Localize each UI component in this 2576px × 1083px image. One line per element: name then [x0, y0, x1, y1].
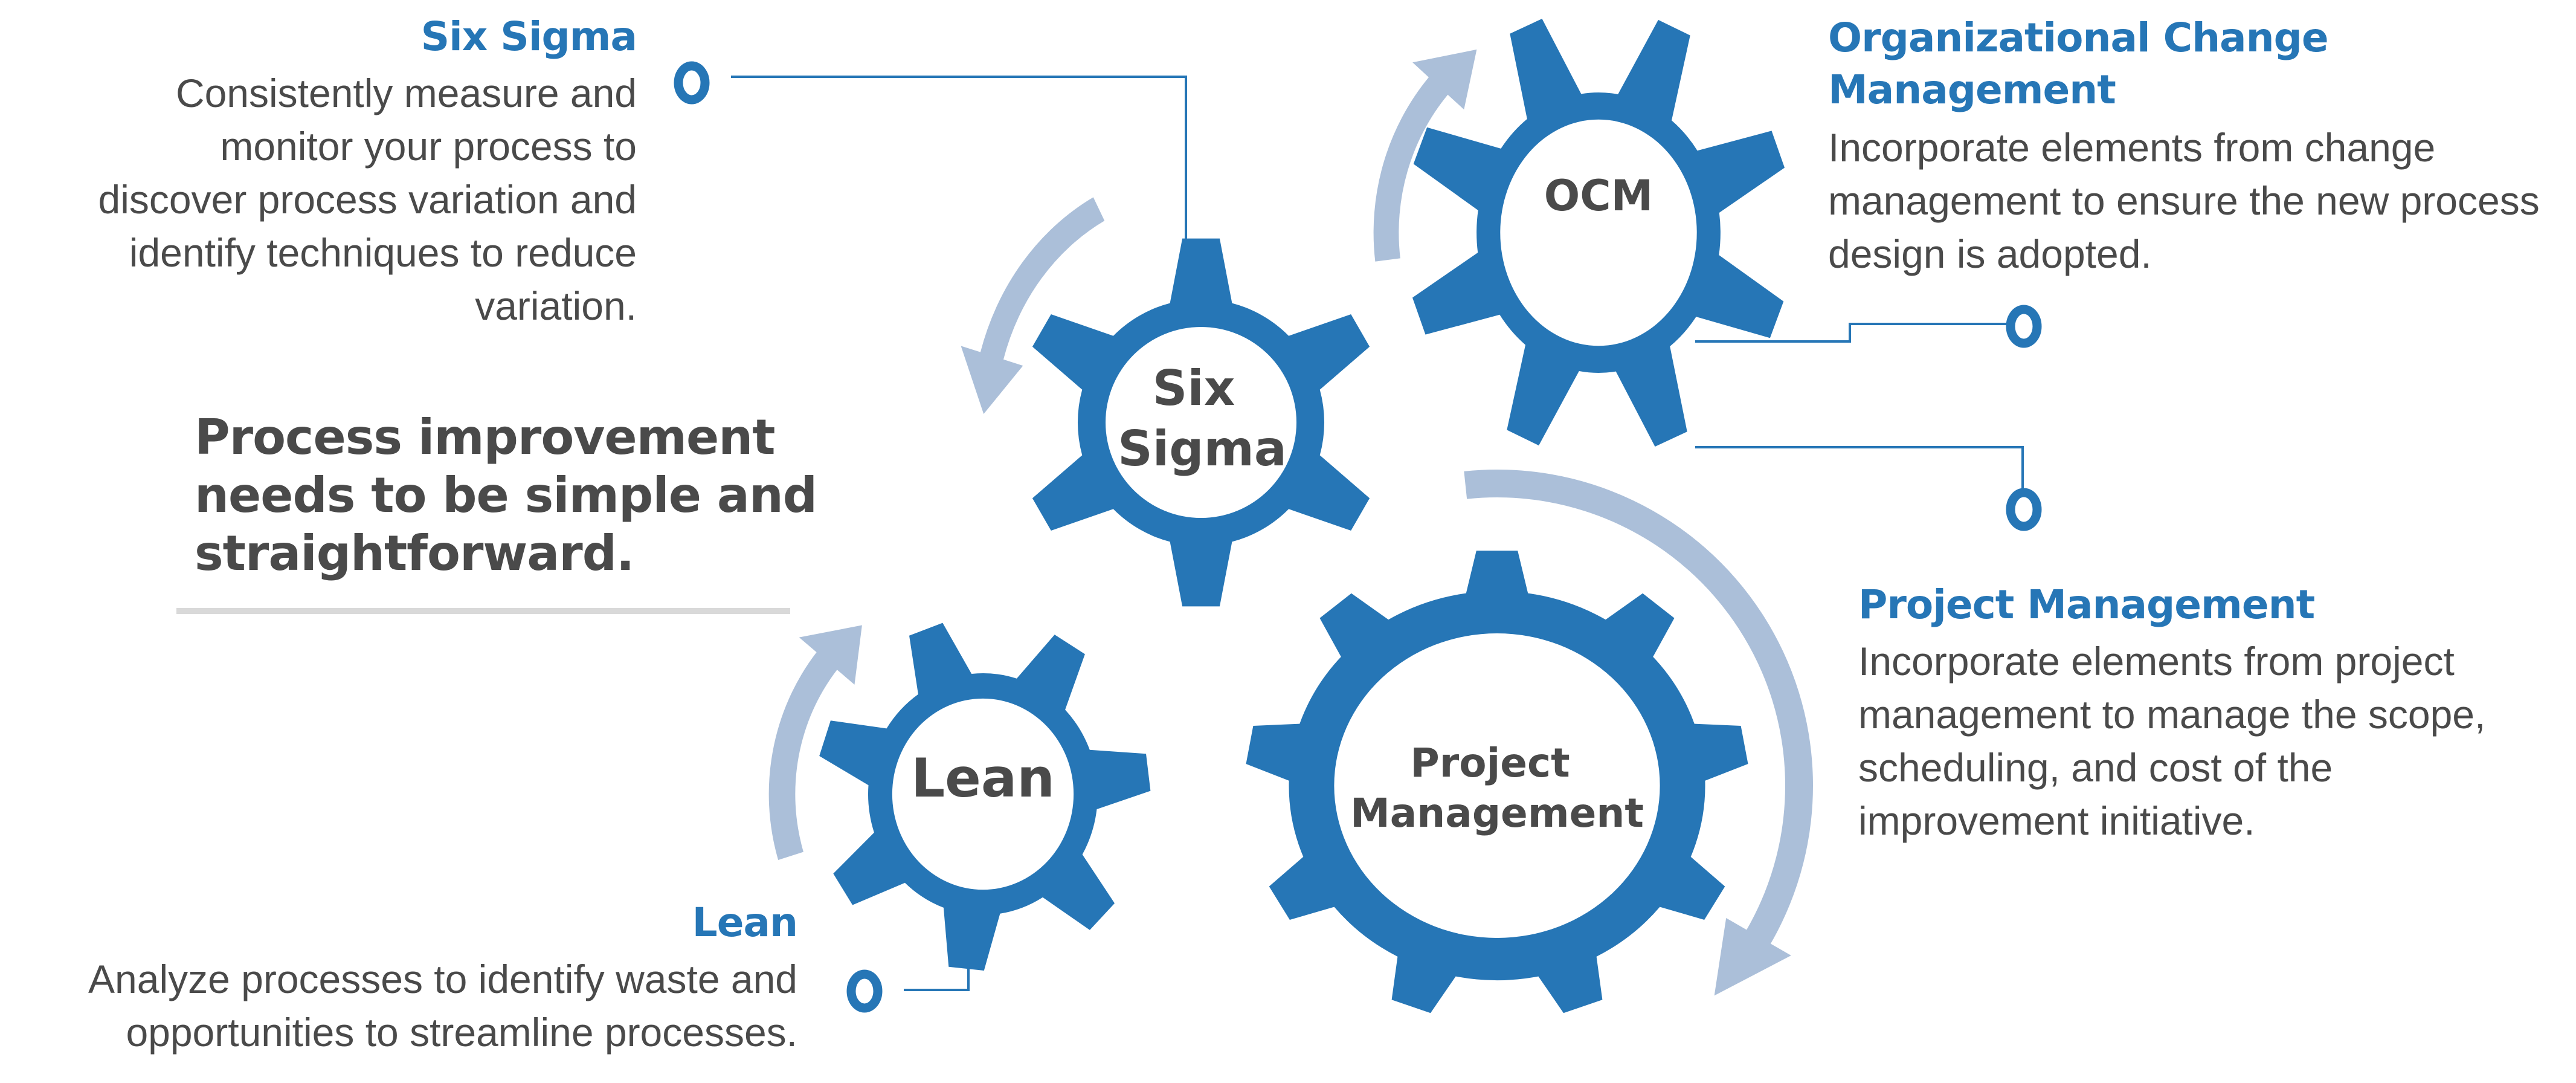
project-management-gear-icon [1246, 551, 1748, 1013]
six-sigma-title: Six Sigma [420, 13, 637, 60]
desc-line: design is adopted. [1828, 231, 2152, 276]
ocm-gear-label: OCM [1544, 171, 1653, 221]
slogan-heading: Process improvement needs to be simple a… [195, 409, 817, 583]
six-sigma-ring-node-icon [674, 61, 710, 105]
desc-line: opportunities to streamline processes. [126, 1010, 797, 1055]
desc-line: variation. [475, 283, 637, 328]
desc-line: Incorporate elements from project [1858, 639, 2455, 684]
lean-rotation-arrow-icon [768, 625, 862, 861]
desc-line: improvement initiative. [1858, 798, 2255, 843]
desc-line: discover process variation and [98, 177, 637, 222]
six-sigma-description: Consistently measure and monitor your pr… [33, 66, 637, 332]
lean-description: Analyze processes to identify waste and … [72, 952, 797, 1059]
project-management-title: Project Management [1858, 581, 2315, 628]
title-line: Organizational Change [1828, 15, 2329, 61]
pm-ring-node-icon [2006, 488, 2042, 531]
six-sigma-gear-icon [1032, 238, 1370, 607]
desc-line: management to ensure the new process [1828, 178, 2540, 223]
desc-line: identify techniques to reduce [129, 230, 637, 275]
pm-rotation-arrow-icon [1464, 469, 1814, 996]
desc-line: Analyze processes to identify waste and [88, 957, 797, 1001]
pm-gear-label: Project Management [1350, 740, 1644, 836]
pm-connector-line [1695, 446, 2024, 490]
desc-line: scheduling, and cost of the [1858, 745, 2333, 790]
ocm-connector-line [1695, 323, 2007, 343]
desc-line: Incorporate elements from change [1828, 125, 2436, 170]
ocm-title: Organizational Change Management [1828, 12, 2329, 116]
desc-line: management to manage the scope, [1858, 692, 2486, 737]
slogan-divider [176, 608, 790, 614]
lean-gear-label: Lean [911, 747, 1055, 809]
desc-line: Consistently measure and [175, 71, 637, 115]
desc-line: monitor your process to [220, 124, 637, 169]
slogan-line: Process improvement [195, 409, 776, 465]
ocm-gear-icon [1412, 19, 1785, 447]
lean-ring-node-icon [846, 969, 883, 1013]
title-line: Management [1828, 66, 2116, 113]
six-sigma-rotation-arrow-icon [961, 197, 1105, 415]
ocm-description: Incorporate elements from change managem… [1828, 121, 2576, 280]
six-sigma-connector-line [731, 76, 1187, 244]
project-management-description: Incorporate elements from project manage… [1858, 635, 2571, 847]
ocm-ring-node-icon [2006, 305, 2042, 348]
ocm-rotation-arrow-icon [1373, 49, 1477, 262]
slogan-line: needs to be simple and [195, 467, 817, 523]
slogan-line: straightforward. [195, 525, 634, 581]
lean-gear-icon [819, 622, 1151, 971]
lean-title: Lean [692, 899, 798, 946]
six-sigma-gear-label: Six Sigma [1118, 360, 1287, 477]
